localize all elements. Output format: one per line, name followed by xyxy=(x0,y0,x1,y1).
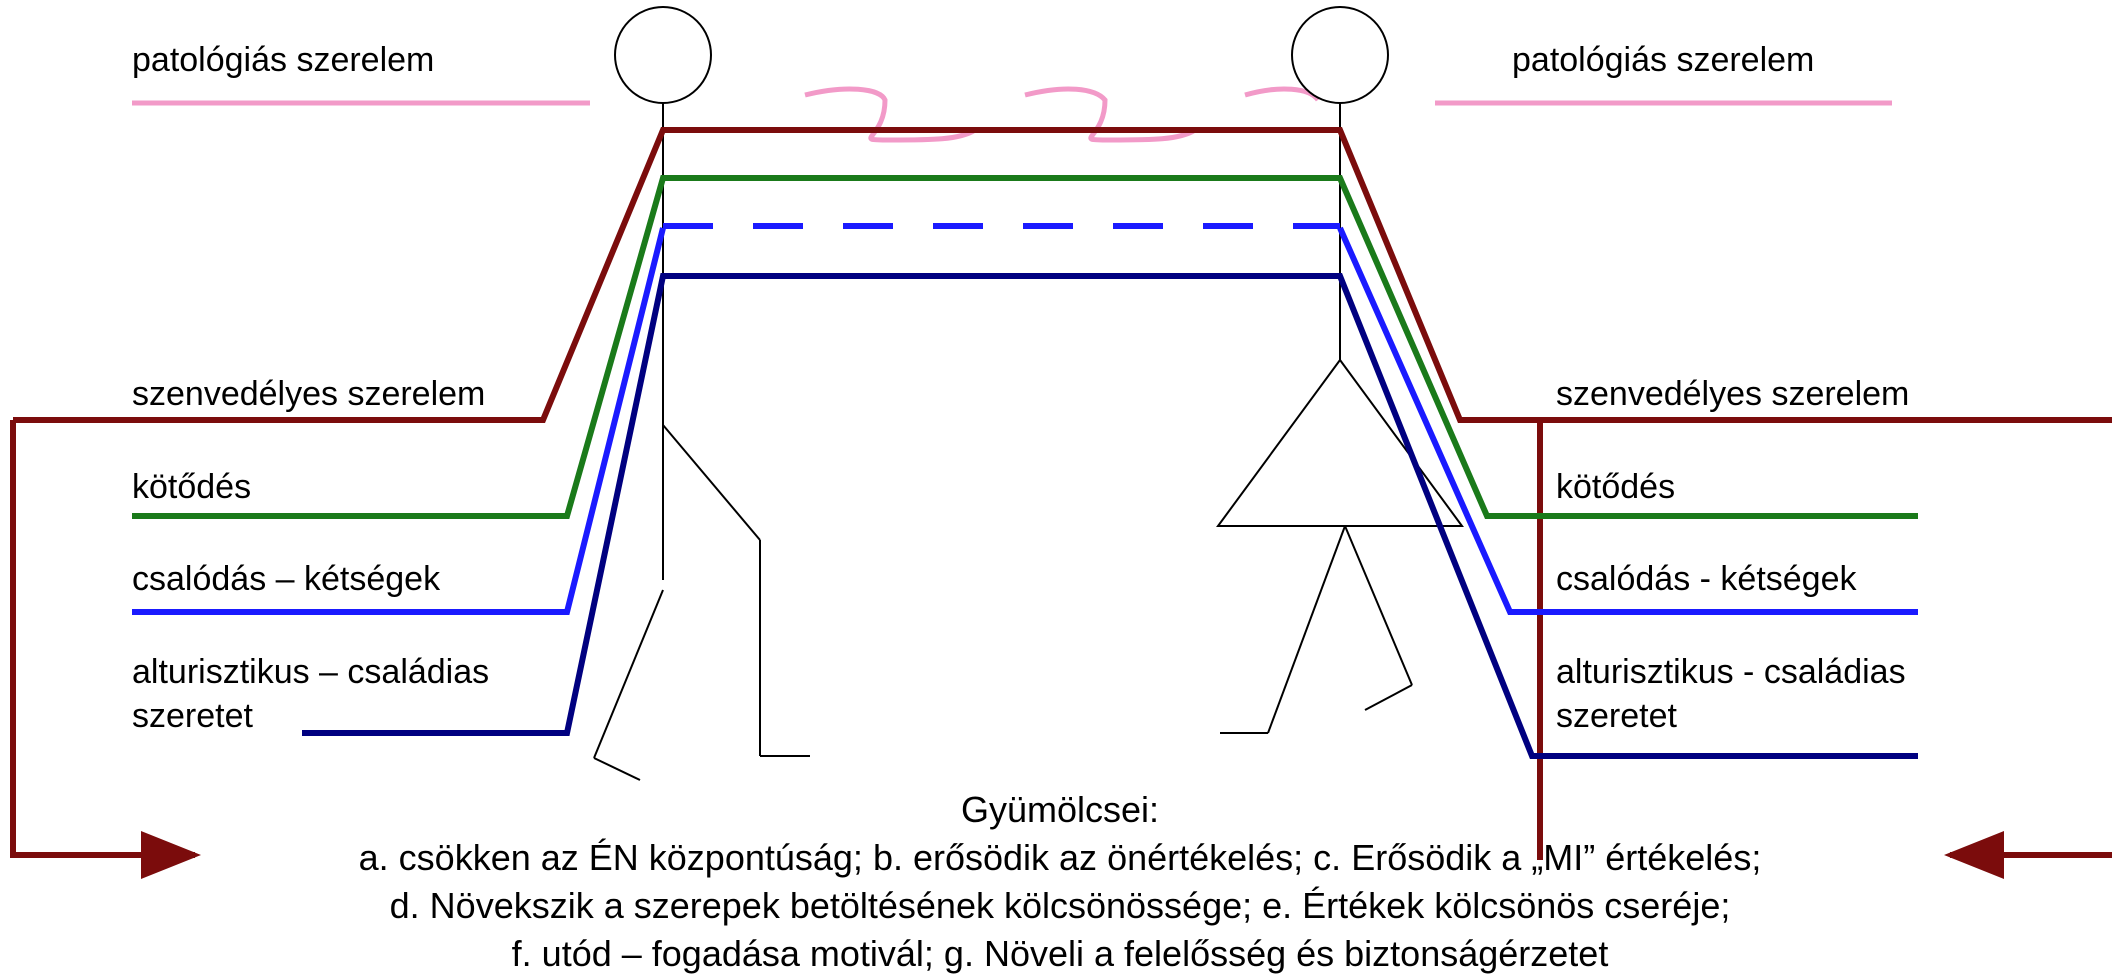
fruits-line-2: d. Növekszik a szerepek betöltésének köl… xyxy=(389,885,1731,926)
fruits-title: Gyümölcsei: xyxy=(960,789,1160,830)
male-head xyxy=(614,6,712,104)
female-head xyxy=(1291,6,1389,104)
left-label-altruistic-1: alturisztikus – családias xyxy=(132,653,490,691)
altruistic-love-line xyxy=(302,273,1918,759)
right-label-pathological-love: patológiás szerelem xyxy=(1512,41,1815,79)
right-label-disappointment: csalódás - kétségek xyxy=(1556,560,1857,598)
left-label-altruistic-2: szeretet xyxy=(132,697,253,735)
right-label-altruistic-2: szeretet xyxy=(1556,697,1677,735)
fruits-line-1: a. csökken az ÉN központúság; b. erősödi… xyxy=(358,837,1762,878)
left-label-pathological-love: patológiás szerelem xyxy=(132,41,435,79)
disappointment-line xyxy=(132,223,1918,615)
right-label-altruistic-1: alturisztikus - családias xyxy=(1556,653,1906,691)
male-stick-figure xyxy=(593,6,810,781)
pathological-love-lines xyxy=(132,86,1892,143)
left-label-disappointment: csalódás – kétségek xyxy=(132,560,441,598)
fruits-line-3: f. utód – fogadása motivál; g. Növeli a … xyxy=(511,933,1609,974)
right-label-passionate-love: szenvedélyes szerelem xyxy=(1556,375,1910,413)
right-label-attachment: kötődés xyxy=(1556,468,1676,506)
attachment-line xyxy=(132,175,1918,519)
left-label-passionate-love: szenvedélyes szerelem xyxy=(132,375,486,413)
passionate-love-line xyxy=(10,127,2112,879)
left-label-attachment: kötődés xyxy=(132,468,252,506)
